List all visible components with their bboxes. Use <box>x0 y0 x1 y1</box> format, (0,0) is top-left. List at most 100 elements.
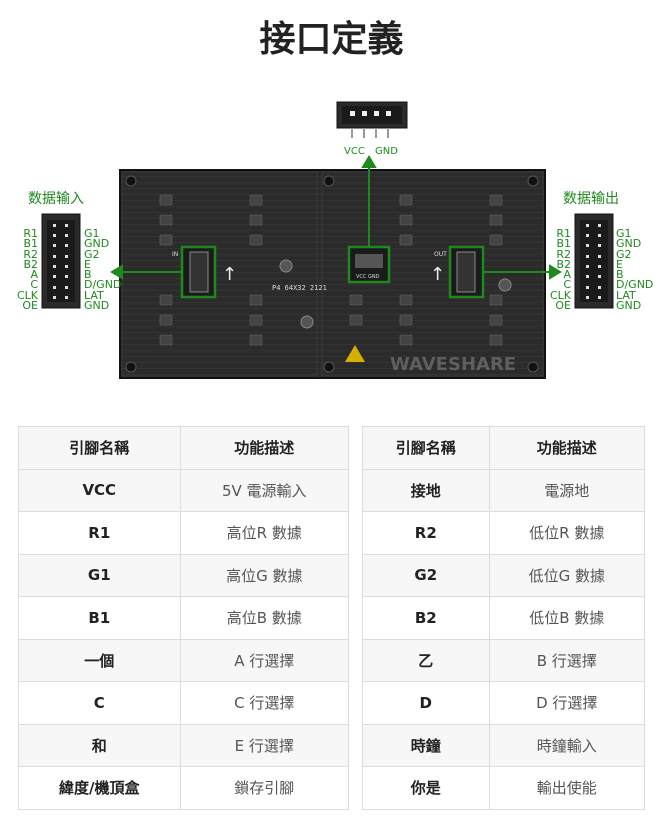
pin-label: B <box>616 268 624 282</box>
pin-label: G2 <box>84 247 100 261</box>
pin-description: A 行選擇 <box>179 638 350 682</box>
pin-label: B2 <box>556 257 571 271</box>
pin-label: OE <box>555 299 571 313</box>
pin-name: R2 <box>362 511 490 555</box>
pin-label: E <box>616 257 623 271</box>
pin-description: 鎖存引腳 <box>179 766 350 810</box>
led-panel: VCC GND OUT IN ↑ ↑ P4 64X32 2121 WAVESHA… <box>119 169 546 379</box>
table-header-row: 引腳名稱 功能描述 <box>18 426 350 470</box>
pin-description: 5V 電源輸入 <box>179 468 350 512</box>
power-connector <box>336 101 408 138</box>
table-row: 接地電源地 <box>362 468 646 512</box>
pin-label: B1 <box>556 237 571 251</box>
panel-silk-out: OUT <box>434 251 447 258</box>
pin-name: C <box>18 681 181 725</box>
pin-label: E <box>84 257 91 271</box>
pin-label: LAT <box>616 288 636 302</box>
output-right-pins: G1 GND G2 E B D/GND LAT GND <box>616 227 661 311</box>
table-row: 緯度/機頂盒鎖存引腳 <box>18 766 350 810</box>
pin-label: GND <box>84 299 110 313</box>
pin-label: OE <box>22 299 38 313</box>
pin-description: C 行選擇 <box>179 681 350 725</box>
pin-name: 和 <box>18 723 181 767</box>
pin-label: R1 <box>556 227 571 240</box>
column-header: 功能描述 <box>488 426 646 470</box>
pin-description: D 行選擇 <box>488 681 646 725</box>
panel-silk-in: IN <box>172 251 178 258</box>
pin-description: 時鐘輸入 <box>488 723 646 767</box>
pin-description: 低位R 數據 <box>488 511 646 555</box>
table-row: 時鐘時鐘輸入 <box>362 723 646 767</box>
pin-description: E 行選擇 <box>179 723 350 767</box>
pin-name: G1 <box>18 553 181 597</box>
pin-name: B2 <box>362 596 490 640</box>
input-header <box>41 213 81 309</box>
pin-name: B1 <box>18 596 181 640</box>
pin-description: 電源地 <box>488 468 646 512</box>
pin-name: 乙 <box>362 638 490 682</box>
pin-description: B 行選擇 <box>488 638 646 682</box>
pin-label: B1 <box>23 237 38 251</box>
table-row: 你是輸出使能 <box>362 766 646 810</box>
pin-name: 時鐘 <box>362 723 490 767</box>
table-header-row: 引腳名稱 功能描述 <box>362 426 646 470</box>
pin-description: 低位G 數據 <box>488 553 646 597</box>
input-right-pins: G1 GND G2 E B D/GND LAT GND <box>84 228 124 313</box>
power-vcc-label: VCC <box>344 146 365 157</box>
pin-label: R1 <box>23 227 38 240</box>
page-title: 接口定義 <box>259 19 404 60</box>
input-left-pins: R1 B1 R2 B2 A C CLK OE <box>14 227 38 313</box>
pin-name: 你是 <box>362 766 490 810</box>
pin-name: 接地 <box>362 468 490 512</box>
data-output-label: 数据输出 <box>563 191 619 207</box>
pin-label: GND <box>84 237 110 251</box>
panel-watermark: WAVESHARE <box>390 354 516 375</box>
led-panel-illustration: VCC GND <box>41 101 614 379</box>
pin-name: D <box>362 681 490 725</box>
pin-label: R2 <box>556 247 571 261</box>
panel-model-text: P4 64X32 2121 <box>272 284 327 292</box>
panel-silk-vcc-gnd: VCC GND <box>356 274 380 280</box>
pin-description: 高位G 數據 <box>179 553 350 597</box>
pin-label: GND <box>616 237 642 251</box>
pin-label: C <box>30 278 38 292</box>
pin-description: 高位R 數據 <box>179 511 350 555</box>
connection-arrows <box>110 155 562 280</box>
pin-name: 一個 <box>18 638 181 682</box>
pin-description: 高位B 數據 <box>179 596 350 640</box>
data-input-label: 数据输入 <box>28 191 84 207</box>
pin-label: G1 <box>616 227 632 240</box>
panel-arrow-icon: ↑ <box>430 264 445 285</box>
esd-warning-icon <box>345 345 365 362</box>
pin-label: B2 <box>23 257 38 271</box>
pin-description: 輸出使能 <box>488 766 646 810</box>
pin-name: R1 <box>18 511 181 555</box>
pin-label: A <box>563 268 571 282</box>
power-gnd-label: GND <box>375 146 398 157</box>
pin-label: D/GND <box>84 278 122 292</box>
pin-name: VCC <box>18 468 181 512</box>
pin-label: LAT <box>84 288 104 302</box>
pin-description: 低位B 數據 <box>488 596 646 640</box>
pin-label: CLK <box>16 288 38 302</box>
pin-label: R2 <box>23 247 38 261</box>
pin-label: G2 <box>616 247 632 261</box>
column-header: 功能描述 <box>179 426 350 470</box>
pin-label: CLK <box>549 288 571 302</box>
output-left-pins: R1 B1 R2 B2 A C CLK OE <box>547 227 571 313</box>
column-header: 引腳名稱 <box>362 426 490 470</box>
